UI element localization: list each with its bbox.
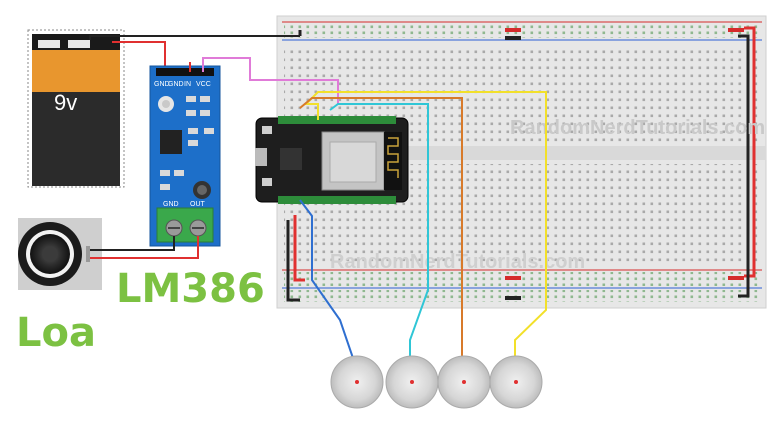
esp32-usb-chip: [280, 148, 302, 170]
esp32-usb-port: [255, 148, 267, 166]
pin-label: VCC: [196, 81, 211, 88]
lm386-header: [156, 68, 214, 76]
esp32-button-boot: [262, 126, 272, 134]
piezo-1: [330, 355, 384, 409]
esp32-yellow-stub: [305, 103, 319, 120]
esp32-top-header: [278, 116, 396, 124]
speaker-wire-1: [88, 236, 175, 251]
battery-orange-band: [32, 50, 120, 92]
battery-black-wire: [89, 35, 300, 40]
esp32-antenna: [384, 132, 402, 190]
esp32-board: [255, 116, 409, 204]
pin-label: GND: [154, 81, 170, 88]
piezo-2: [385, 355, 439, 409]
audio-in-pink-wire: [202, 57, 339, 104]
label-loa: Loa: [16, 310, 96, 356]
breadboard-top-rail: [282, 21, 762, 41]
battery-9v: 9v: [27, 29, 125, 188]
right-black-wire: [738, 34, 750, 298]
lm386-chip: [160, 130, 182, 154]
battery-red-wire: [112, 41, 166, 72]
lm386-pin-labels: GND GND IN VCC: [154, 81, 211, 88]
piezo-4: [489, 355, 543, 409]
piezo4-yellow-wire: [305, 91, 547, 366]
esp32-bottom-header: [278, 196, 396, 204]
lm386-module: GND GND IN VCC GND OUT: [149, 65, 221, 247]
left-black-wire: [286, 220, 300, 302]
battery-label: 9v: [54, 90, 77, 115]
piezo1-blue-wire: [299, 199, 356, 365]
piezo-buzzers: [330, 355, 543, 409]
esp32-button-en: [262, 178, 272, 186]
watermark-bottom: RandomNerdTutorials.com: [330, 251, 585, 273]
pin-label: GND: [168, 81, 184, 88]
watermark-top: RandomNerdTutorials.com: [510, 117, 765, 139]
rail-jumpers: [505, 28, 744, 300]
speaker: [18, 218, 102, 290]
out-pin-label: OUT: [190, 201, 206, 208]
pin-label: IN: [184, 81, 191, 88]
battery-selection-box: [27, 29, 125, 188]
piezo-3: [437, 355, 491, 409]
left-red-wire: [293, 215, 305, 282]
piezo2-cyan-wire: [329, 103, 429, 366]
breadboard-bottom-rail: [282, 269, 762, 302]
battery-body: [32, 92, 120, 186]
out-pin-label: GND: [163, 201, 179, 208]
label-lm386: LM386: [116, 266, 265, 312]
piezo3-orange-wire: [299, 97, 463, 368]
speaker-wire-2: [88, 236, 199, 259]
